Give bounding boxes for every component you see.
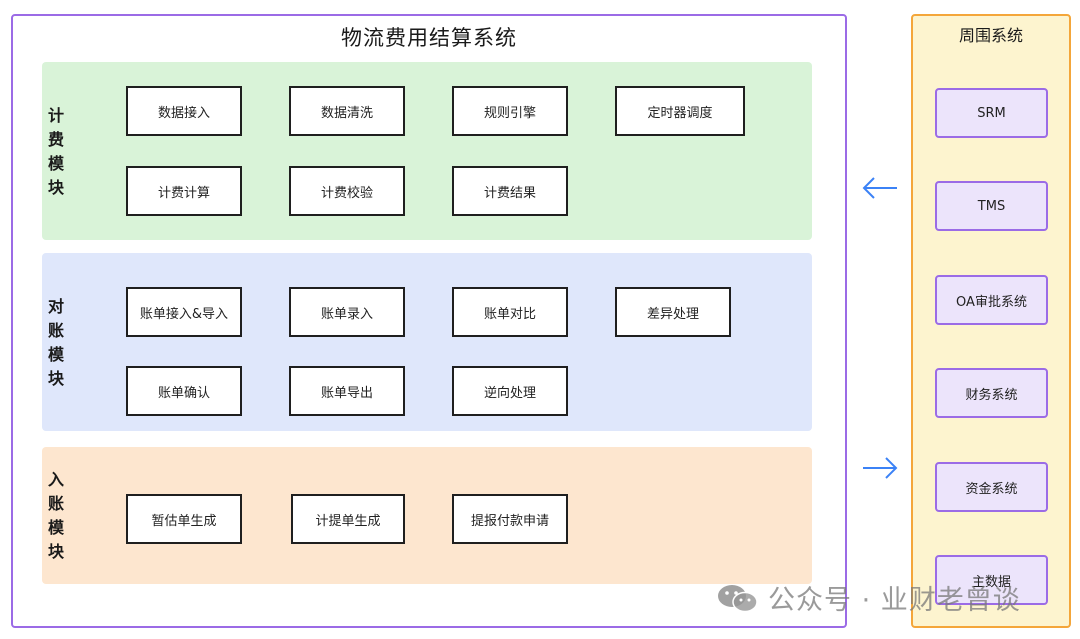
arrow-left-icon: [862, 177, 897, 199]
box-bill-compare: 账单对比: [452, 287, 568, 337]
surrounding-systems-title: 周围系统: [958, 26, 1023, 45]
box-billing-calc: 计费计算: [126, 166, 242, 216]
wechat-icon: [718, 584, 758, 612]
box-bill-confirm: 账单确认: [126, 366, 242, 416]
billing-module-label: 计费模块: [47, 106, 64, 197]
box-timer-scheduling: 定时器调度: [615, 86, 745, 136]
box-bill-entry: 账单录入: [289, 287, 405, 337]
box-payment-request: 提报付款申请: [452, 494, 568, 544]
side-item-treasury: 资金系统: [935, 462, 1048, 512]
posting-module-label: 入账模块: [47, 470, 64, 561]
main-title: 物流费用结算系统: [341, 26, 517, 50]
box-bill-import: 账单接入&导入: [126, 287, 242, 337]
watermark: 公众号 · 业财老曾谈: [716, 578, 1021, 617]
box-diff-handling: 差异处理: [615, 287, 731, 337]
side-item-master-data: 主数据: [935, 555, 1048, 605]
arrow-right-icon: [863, 457, 898, 479]
box-accrual-voucher: 计提单生成: [291, 494, 405, 544]
side-item-srm: SRM: [935, 88, 1048, 138]
box-reverse-handling: 逆向处理: [452, 366, 568, 416]
side-item-tms: TMS: [935, 181, 1048, 231]
side-item-finance: 财务系统: [935, 368, 1048, 418]
box-bill-export: 账单导出: [289, 366, 405, 416]
box-data-ingest: 数据接入: [126, 86, 242, 136]
watermark-text: 公众号 · 业财老曾谈: [768, 585, 1021, 616]
box-billing-check: 计费校验: [289, 166, 405, 216]
box-billing-result: 计费结果: [452, 166, 568, 216]
box-data-cleaning: 数据清洗: [289, 86, 405, 136]
side-item-oa-approval: OA审批系统: [935, 275, 1048, 325]
reconciliation-module-label: 对账模块: [47, 297, 64, 388]
box-rule-engine: 规则引擎: [452, 86, 568, 136]
box-provisional-voucher: 暂估单生成: [126, 494, 242, 544]
